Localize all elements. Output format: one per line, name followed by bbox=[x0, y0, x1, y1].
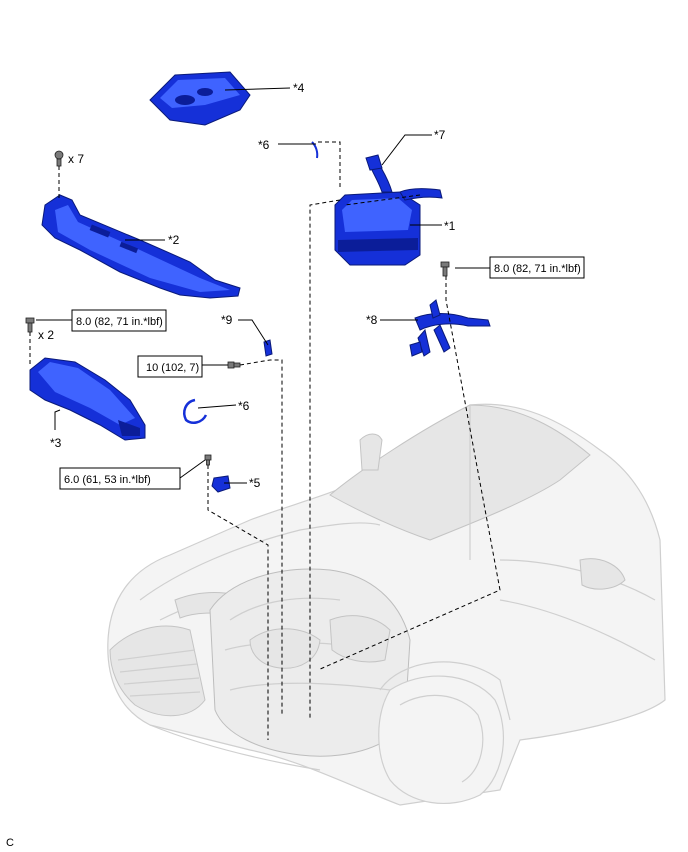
bolt-icon-10 bbox=[227, 361, 241, 369]
callout-6-lower: *6 bbox=[238, 399, 250, 413]
callout-2: *2 bbox=[168, 233, 180, 247]
part-9-bracket bbox=[263, 339, 273, 357]
part-5-bracket bbox=[211, 475, 231, 493]
callout-1: *1 bbox=[444, 219, 456, 233]
quantity-x7: x 7 bbox=[68, 152, 84, 166]
assembly-dashed-lines bbox=[29, 141, 501, 740]
clip-icon-x7 bbox=[54, 150, 64, 167]
torque-box-bracket-6: 6.0 (61, 53 in.*lbf) bbox=[59, 467, 181, 490]
callout-6-upper: *6 bbox=[258, 138, 270, 152]
part-8-wire-harness bbox=[409, 299, 491, 357]
part-2-cooling-plate bbox=[41, 194, 241, 299]
callout-4: *4 bbox=[293, 81, 305, 95]
part-4-engine-cover bbox=[149, 71, 251, 126]
callout-labels: *4 *2 *6 *7 *1 *8 *9 *6 *3 *5 x 7 x 2 bbox=[38, 81, 456, 490]
part-1-air-cleaner bbox=[334, 161, 443, 266]
torque-value-4: 6.0 (61, 53 in.*lbf) bbox=[64, 474, 151, 486]
callout-5: *5 bbox=[249, 476, 261, 490]
part-6-clip-lower bbox=[183, 398, 208, 424]
leader-lines bbox=[36, 87, 490, 484]
torque-value-2: 8.0 (82, 71 in.*lbf) bbox=[76, 316, 163, 328]
callout-8: *8 bbox=[366, 313, 378, 327]
bolt-icon-air-cleaner bbox=[440, 261, 450, 277]
part-6-clip-upper bbox=[311, 141, 319, 159]
part-3-inlet-duct bbox=[29, 357, 146, 441]
callout-7: *7 bbox=[434, 128, 446, 142]
illustration-code: C bbox=[6, 837, 14, 849]
torque-box-bracket-10: 10 (102, 7) bbox=[137, 355, 203, 378]
quantity-x2: x 2 bbox=[38, 328, 54, 342]
torque-box-duct: 8.0 (82, 71 in.*lbf) bbox=[71, 309, 167, 332]
part-7-vent-hose bbox=[365, 154, 383, 171]
bolt-icon-6 bbox=[204, 454, 212, 466]
callout-3: *3 bbox=[50, 436, 62, 450]
torque-value-1: 8.0 (82, 71 in.*lbf) bbox=[494, 263, 581, 275]
torque-value-3: 10 (102, 7) bbox=[146, 362, 199, 374]
torque-box-air-cleaner: 8.0 (82, 71 in.*lbf) bbox=[489, 256, 585, 279]
vehicle-illustration bbox=[107, 403, 666, 806]
callout-9: *9 bbox=[221, 313, 233, 327]
bolt-icon-x2 bbox=[25, 317, 35, 333]
